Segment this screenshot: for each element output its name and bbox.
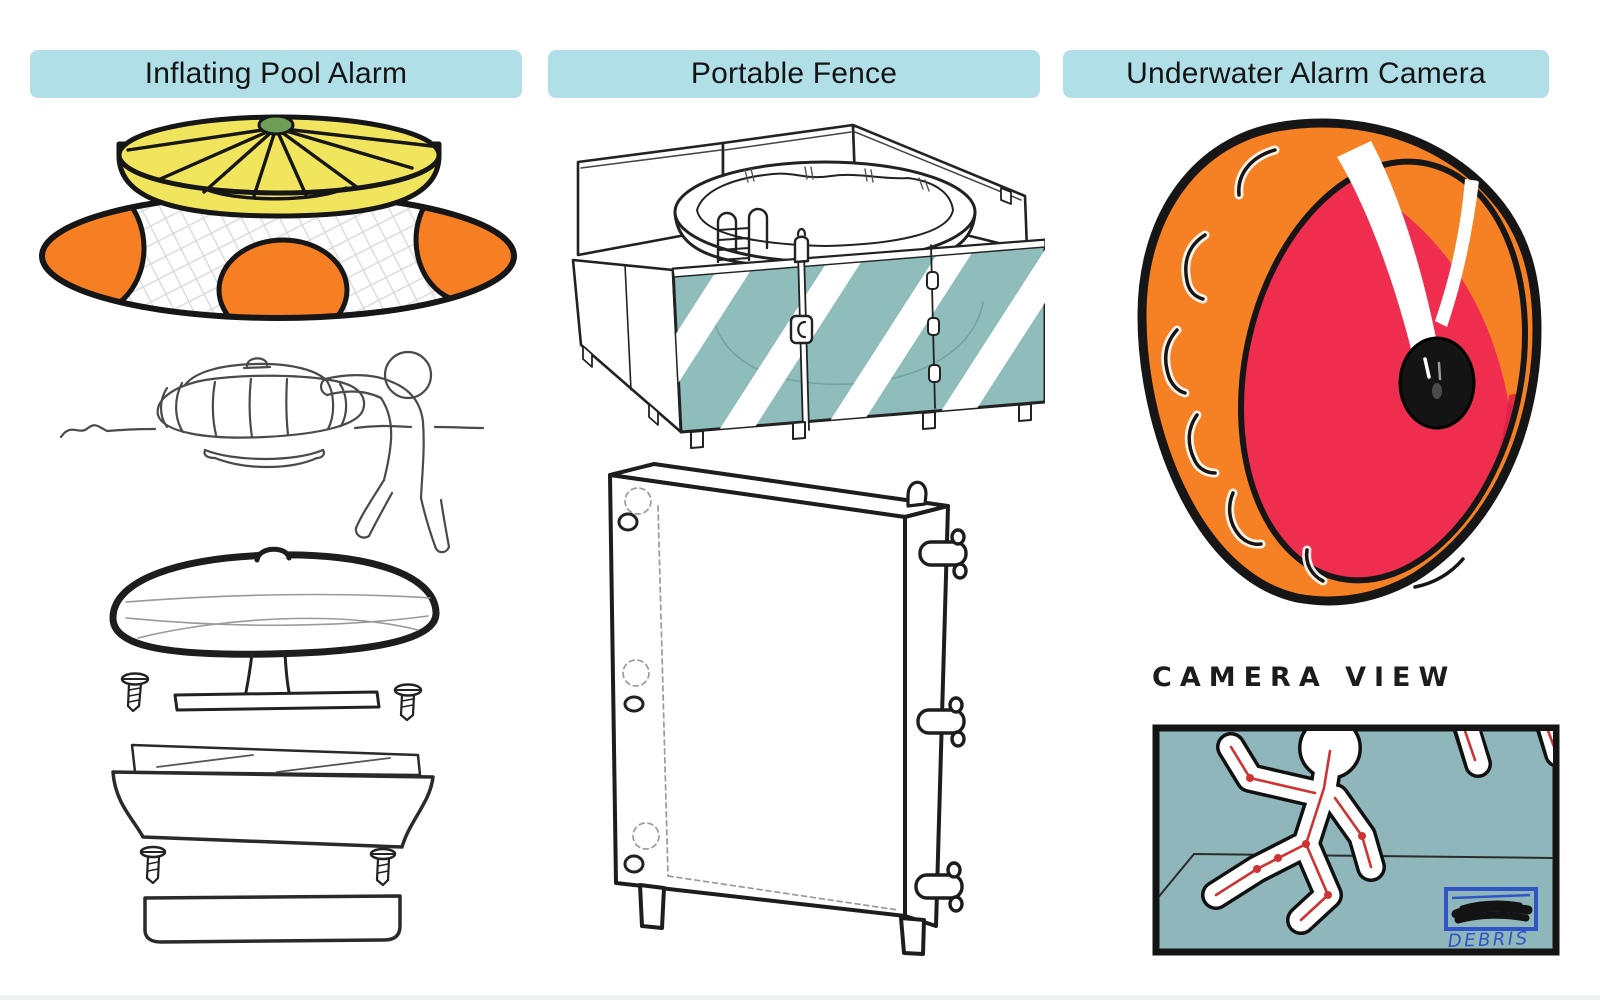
header-portable-fence: Portable Fence <box>548 50 1040 98</box>
panel-holes <box>617 512 645 874</box>
header-label: Inflating Pool Alarm <box>144 57 408 90</box>
screw-left <box>120 672 150 713</box>
header-label: Underwater Alarm Camera <box>1126 57 1486 90</box>
camera-view-illustration: DEBRIS <box>1100 648 1592 988</box>
hinge-barrels <box>914 528 968 913</box>
floating-device-sketch <box>156 357 366 469</box>
fence-feet-left <box>582 345 659 426</box>
panel-feet <box>638 883 926 956</box>
screw-left <box>139 845 167 885</box>
pool-alarm-in-use-sketch <box>55 330 485 565</box>
fence-assembled-illustration <box>553 110 1045 455</box>
debris-label: DEBRIS <box>1447 928 1530 952</box>
header-label: Portable Fence <box>690 57 898 90</box>
pool-alarm-inflated-illustration <box>28 98 520 328</box>
pool-rim-ticks <box>744 166 930 192</box>
header-underwater-alarm-camera: Underwater Alarm Camera <box>1063 50 1549 98</box>
page-bottom-edge <box>0 995 1600 1000</box>
pool-see-through <box>710 281 984 386</box>
camera-lens-icon <box>1398 336 1476 430</box>
fence-wall-front-left <box>571 258 683 434</box>
disc-knob <box>254 546 292 563</box>
camera-view-title: CAMERA VIEW <box>1152 662 1457 693</box>
pool-floor-line <box>1159 852 1553 898</box>
water-line <box>59 424 485 439</box>
fence-panel-illustration <box>568 438 992 963</box>
panel-hinges <box>926 271 941 383</box>
alarm-dome <box>116 114 442 219</box>
dome-spokes <box>126 126 434 201</box>
alarm-button-icon <box>257 114 295 136</box>
debris-scribble <box>1451 900 1533 924</box>
float-ring <box>39 191 517 321</box>
disc-body <box>109 551 440 658</box>
pool-alarm-exploded-top-sketch <box>78 538 483 723</box>
panel-knob <box>906 480 928 508</box>
base-tray <box>143 894 402 944</box>
panel-front-face <box>608 473 907 918</box>
disc-stem <box>244 652 291 694</box>
header-inflating-pool-alarm: Inflating Pool Alarm <box>30 50 522 98</box>
fence-top-rail <box>672 239 1045 278</box>
housing-body <box>111 770 435 849</box>
post-cap <box>1000 187 1012 205</box>
pool-ladder <box>716 207 769 264</box>
other-swimmer-limbs <box>1452 731 1553 778</box>
rim-lines <box>580 131 1022 201</box>
construction-lines <box>622 487 899 911</box>
pencil-lines <box>125 593 431 639</box>
screw-right <box>369 847 397 887</box>
person-sketch <box>320 350 451 554</box>
camera-device-illustration <box>1085 95 1575 627</box>
pool-alarm-exploded-base-sketch <box>78 718 483 958</box>
fence-feet-front <box>690 403 1032 449</box>
face-outline <box>1238 158 1528 584</box>
pose-skeleton <box>1214 745 1373 922</box>
gate-latch <box>789 314 814 345</box>
rim-treads <box>1161 145 1468 592</box>
fence-wall-front-teal <box>671 227 1045 449</box>
pool <box>673 160 977 270</box>
gate-knob <box>793 227 810 264</box>
screw-right <box>393 683 423 722</box>
highlights <box>1337 141 1479 391</box>
debris-box <box>1444 887 1538 931</box>
mount-plate <box>173 690 381 712</box>
glass-lid <box>130 743 422 777</box>
glass-reflections <box>156 754 391 773</box>
